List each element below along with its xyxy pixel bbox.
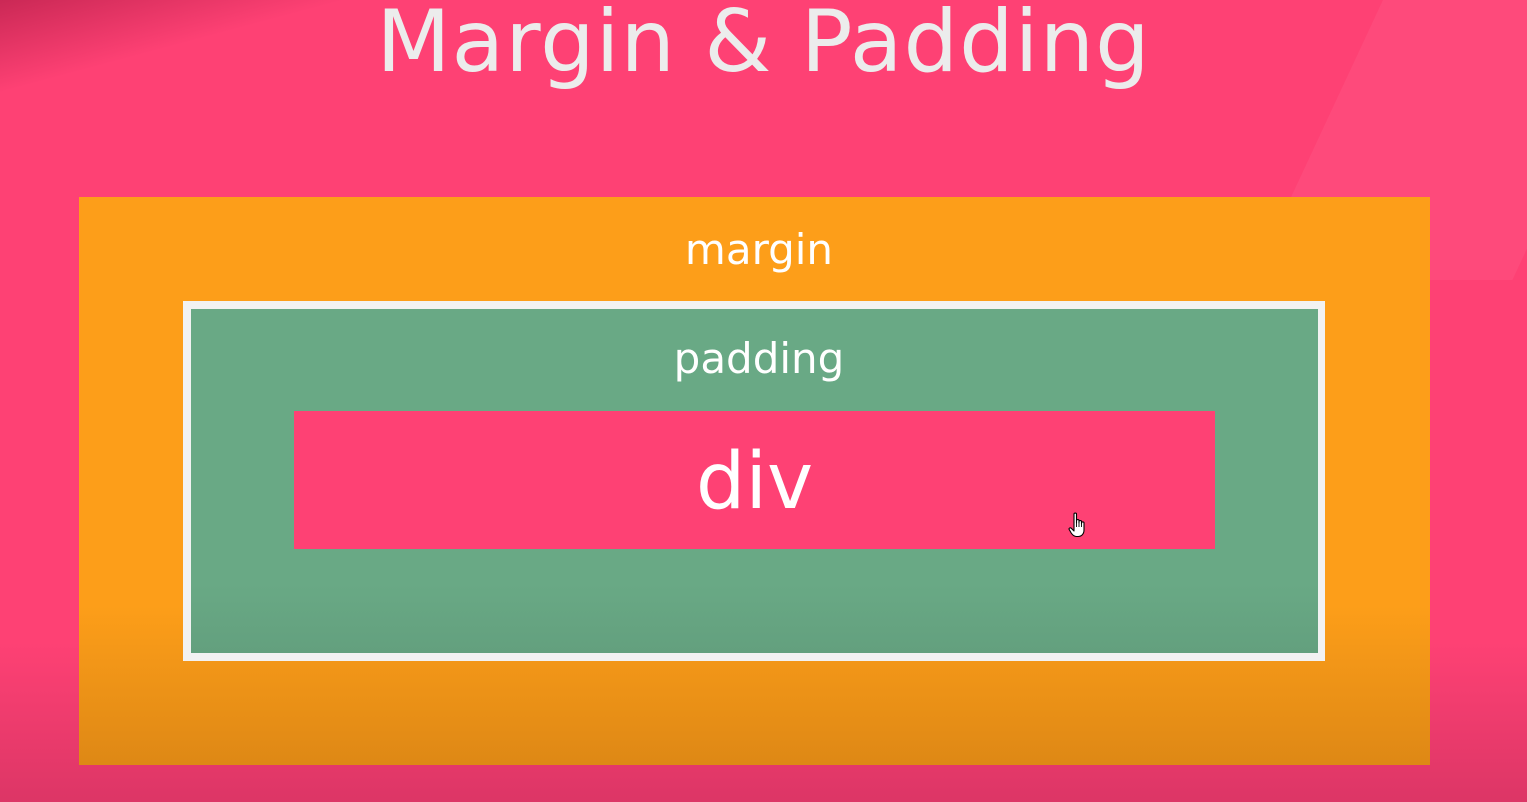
slide-title: Margin & Padding	[376, 0, 1151, 92]
content-box	[294, 411, 1215, 549]
margin-label: margin	[684, 225, 834, 274]
content-label: div	[695, 437, 814, 527]
padding-label: padding	[673, 334, 845, 383]
hand-pointer-icon	[1068, 512, 1085, 538]
